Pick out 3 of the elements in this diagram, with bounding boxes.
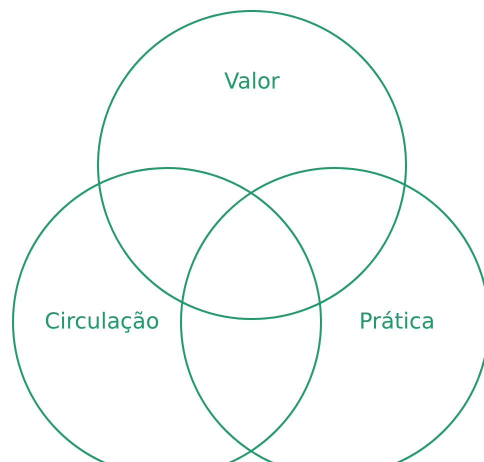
set-label: Prática xyxy=(359,310,435,334)
set-label: Circulação xyxy=(44,310,160,334)
set-label: Valor xyxy=(224,70,280,94)
